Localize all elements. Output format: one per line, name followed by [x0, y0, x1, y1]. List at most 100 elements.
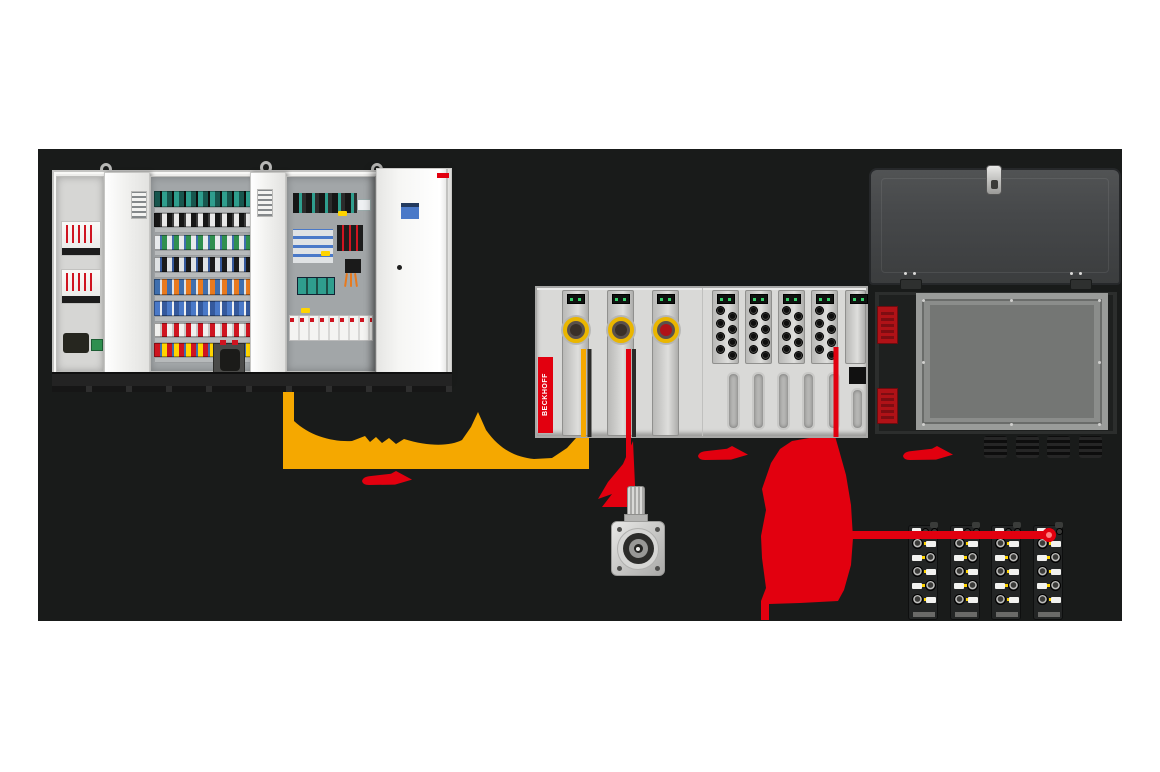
port-label [1037, 583, 1047, 589]
relay-row [293, 193, 357, 213]
drive-unit [61, 269, 101, 304]
port-label [926, 569, 936, 575]
m8-port [749, 345, 758, 354]
motor-ring [628, 539, 648, 558]
terminal-module [877, 306, 898, 344]
m8-port [1008, 552, 1019, 563]
m8-port [716, 306, 725, 315]
m8-port [782, 332, 791, 341]
m8-port [912, 594, 923, 605]
led-pip [923, 542, 927, 545]
m8-port [912, 538, 923, 549]
servo-motor [611, 521, 665, 576]
port-label [968, 597, 978, 603]
m8-port [716, 319, 725, 328]
empty-slot [727, 372, 740, 430]
id-label [1037, 528, 1046, 533]
terminal-module [877, 388, 898, 424]
m8-port [1037, 538, 1048, 549]
circuit-breaker-row [289, 315, 373, 341]
motor-ring [622, 533, 654, 564]
m8-port [794, 312, 803, 321]
led-pip [1048, 598, 1052, 601]
m8-port [794, 325, 803, 334]
m8-port [827, 325, 836, 334]
m8-port [794, 338, 803, 347]
mx-io-module [811, 290, 838, 364]
mounting-tab [972, 522, 980, 528]
led-pip [923, 598, 927, 601]
empty-slot [851, 388, 864, 430]
flange-hole [655, 527, 660, 532]
cable-gland [1016, 436, 1039, 458]
m8-port [749, 332, 758, 341]
m8-port [728, 351, 737, 360]
cabinet-inner-door [250, 172, 286, 374]
module-display [717, 294, 735, 304]
bottom-label [996, 612, 1018, 617]
m8-port [967, 552, 978, 563]
m8-port [954, 594, 965, 605]
cabinet-plinth [52, 372, 452, 392]
motor-circuit-breakers [337, 225, 363, 251]
m8-port [1037, 566, 1048, 577]
led-pip [963, 584, 967, 587]
warning-label [301, 308, 310, 313]
terminal-rows [293, 229, 333, 263]
led-pip [963, 556, 967, 559]
led-pip [1006, 598, 1010, 601]
led-pip [1048, 570, 1052, 573]
m8-port [815, 319, 824, 328]
ethercat-box-module [1033, 522, 1063, 620]
m8-port [782, 319, 791, 328]
m8-port [815, 332, 824, 341]
mounting-tab [930, 522, 938, 528]
transformer-coil [220, 349, 240, 371]
cabinet-middle-bay [150, 176, 258, 373]
junction-box-lid [869, 168, 1121, 285]
flange-hole [617, 566, 622, 571]
mx-io-module [778, 290, 805, 364]
warning-label [338, 211, 347, 216]
empty-slot [827, 372, 840, 430]
led-pip [921, 556, 925, 559]
door-brand-mark [437, 173, 449, 178]
vent-grille [257, 189, 273, 217]
m8-port [1005, 528, 1012, 535]
hinge-pins [904, 272, 907, 275]
wire [350, 273, 352, 287]
empty-slot [777, 372, 790, 430]
door-mounted-device [401, 203, 419, 219]
lid-latch [986, 165, 1002, 195]
power-connector [560, 315, 591, 345]
port-label [1051, 541, 1061, 547]
m8-port [967, 580, 978, 591]
baseplate-connector-cover [849, 367, 866, 384]
port-label [954, 583, 964, 589]
transformer [213, 340, 245, 373]
module-display [657, 294, 675, 304]
module-display [750, 294, 768, 304]
motor-hub [633, 544, 643, 553]
cabinet-left-bay [56, 176, 104, 372]
mx-io-module [712, 290, 739, 364]
m8-port [782, 306, 791, 315]
connector-core [614, 324, 627, 336]
led-pip [1006, 542, 1010, 545]
empty-slot [802, 372, 815, 430]
m8-port [1037, 594, 1048, 605]
connector-core [659, 324, 672, 336]
port-label [1037, 555, 1047, 561]
m8-port [761, 351, 770, 360]
power-connector [605, 315, 636, 345]
m8-port [728, 338, 737, 347]
m8-port [931, 528, 938, 535]
motor-flange-ring [617, 527, 659, 570]
led-pip [921, 584, 925, 587]
m8-port [815, 306, 824, 315]
module-display [612, 294, 630, 304]
m8-port [964, 528, 971, 535]
port-label [954, 555, 964, 561]
